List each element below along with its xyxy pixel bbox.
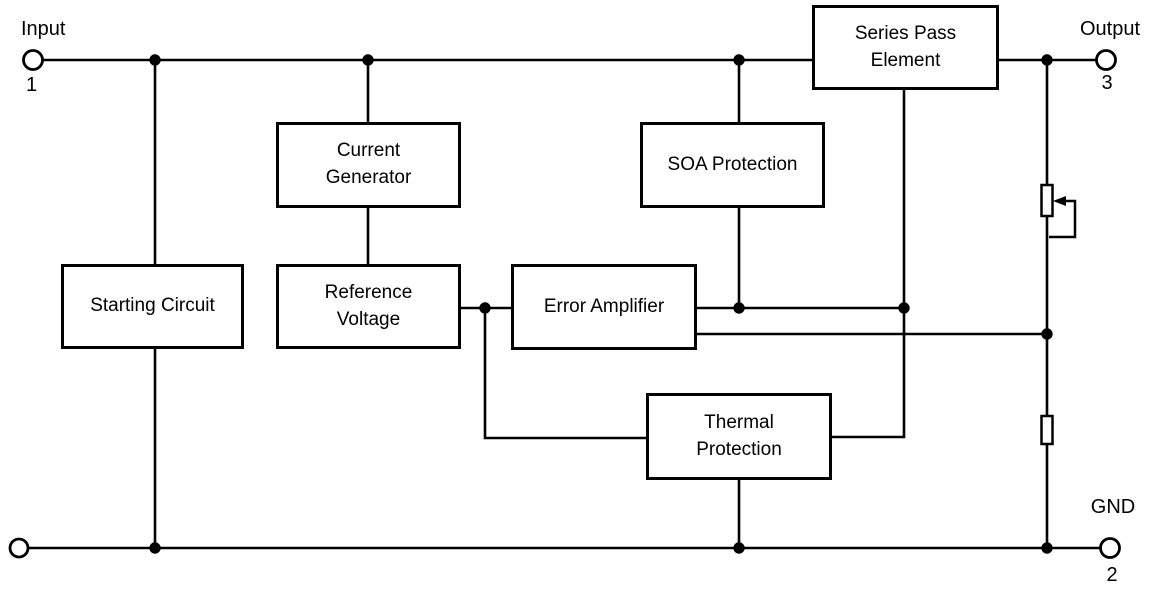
output-terminal-icon: [1095, 49, 1117, 71]
junction-dot: [362, 54, 374, 66]
junction-dot: [733, 54, 745, 66]
wire-series-pass-to-thermal: [832, 90, 906, 439]
junction-dot: [1041, 542, 1053, 554]
output-label: Output: [1079, 18, 1141, 40]
wire-reference-node-to-thermal: [483, 308, 646, 440]
junction-dot: [733, 542, 745, 554]
resistor-body: [1040, 414, 1054, 446]
block-soa-protection: SOA Protection: [640, 122, 825, 208]
wiper-link: [1049, 199, 1077, 239]
gnd-label: GND: [1090, 496, 1136, 518]
junction-dot: [898, 302, 910, 314]
junction-dot: [1041, 54, 1053, 66]
bottom-left-terminal-icon: [8, 537, 30, 559]
wiper-arrow-icon: [1053, 196, 1066, 206]
input-terminal-icon: [22, 49, 44, 71]
input-pin-number: 1: [26, 74, 38, 96]
block-reference-voltage: Reference Voltage: [276, 264, 461, 349]
block-series-pass-element: Series Pass Element: [812, 5, 999, 90]
junction-dot: [149, 542, 161, 554]
junction-dot: [733, 302, 745, 314]
junction-dot: [479, 302, 491, 314]
junction-dot: [1041, 328, 1053, 340]
terminal-circles: [8, 49, 1121, 559]
block-current-generator: Current Generator: [276, 122, 461, 208]
output-pin-number: 3: [1101, 72, 1113, 94]
adjustable-resistor-symbol: [1040, 183, 1077, 239]
fixed-resistor-symbol: [1040, 414, 1054, 446]
block-thermal-protection: Thermal Protection: [646, 393, 832, 480]
gnd-pin-number: 2: [1106, 564, 1118, 586]
block-starting-circuit: Starting Circuit: [61, 264, 244, 349]
junction-dots: [149, 54, 1053, 554]
resistor-body: [1040, 183, 1054, 218]
input-label: Input: [21, 18, 66, 40]
junction-dot: [149, 54, 161, 66]
gnd-terminal-icon: [1099, 537, 1121, 559]
block-error-amplifier: Error Amplifier: [511, 264, 697, 350]
